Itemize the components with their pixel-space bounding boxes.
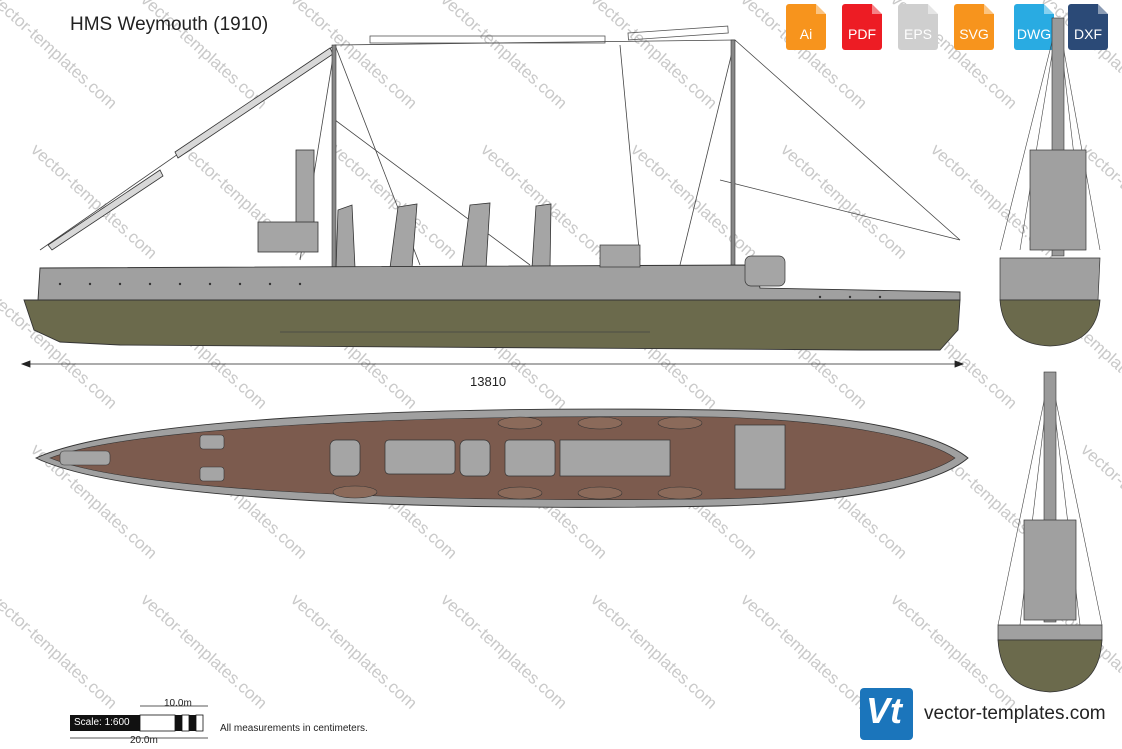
svg-format-button[interactable]: SVG (954, 4, 998, 50)
side-hull (23, 299, 961, 351)
brand-logo: Vt (860, 688, 913, 740)
eps-format-button[interactable]: EPS (898, 4, 942, 50)
format-label: SVG (959, 26, 989, 42)
brand-site-link[interactable]: vector-templates.com (924, 703, 1106, 724)
dwg-format-button[interactable]: DWG (1014, 4, 1058, 50)
mainmast (730, 39, 736, 271)
dxf-format-button[interactable]: DXF (1068, 4, 1112, 50)
length-dimension: 13810 (470, 374, 507, 389)
funnels (335, 202, 552, 269)
scale-bar (70, 705, 208, 739)
pdf-format-button[interactable]: PDF (842, 4, 886, 50)
format-label: Ai (799, 26, 813, 42)
derrick-booms (47, 47, 334, 251)
scale-label: Scale: 1:600 (74, 717, 130, 728)
page-title: HMS Weymouth (1910) (70, 14, 269, 35)
scale-top-length: 10.0m (164, 698, 192, 709)
ai-format-button[interactable]: Ai (786, 4, 830, 50)
scale-bottom-length: 20.0m (130, 735, 158, 746)
deck (49, 416, 956, 501)
foremast (331, 44, 337, 271)
format-label: PDF (848, 26, 876, 42)
format-buttons: Ai PDF EPS SVG DWG DXF (786, 4, 1116, 52)
dimension-line (20, 360, 965, 368)
format-label: DXF (1074, 26, 1102, 42)
top-view (34, 408, 969, 508)
format-label: EPS (903, 26, 932, 42)
front-view (999, 17, 1101, 347)
measurement-note: All measurements in centimeters. (220, 723, 368, 734)
format-label: DWG (1016, 26, 1052, 42)
side-view (23, 25, 961, 351)
brand[interactable]: Vt vector-templates.com (860, 688, 1120, 743)
rear-view (997, 371, 1103, 693)
